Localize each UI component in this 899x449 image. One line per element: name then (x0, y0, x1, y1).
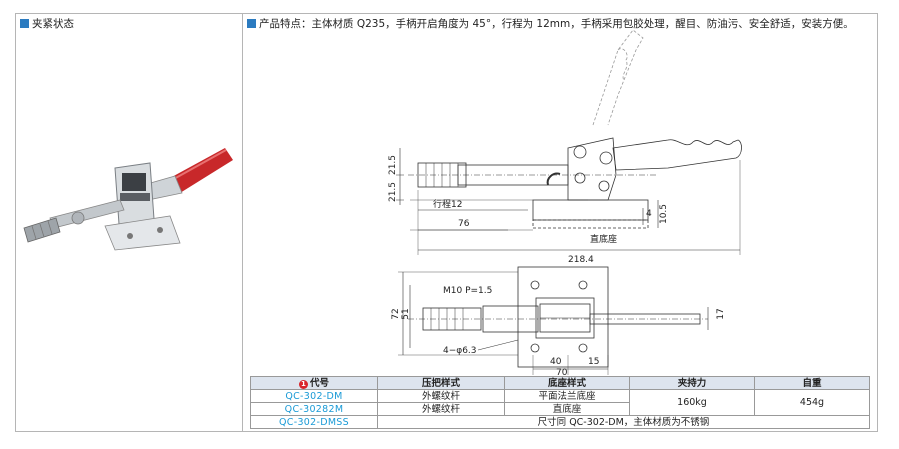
base-style: 直底座 (504, 402, 630, 416)
base-label: 直底座 (590, 233, 617, 245)
base-plate-top (517, 266, 609, 368)
product-code[interactable]: QC-302-DMSS (250, 415, 378, 429)
product-code[interactable]: QC-30282M (250, 402, 378, 416)
dim-21-5-bottom: 21.5 (388, 182, 398, 202)
dim-72: 72 (391, 308, 401, 319)
technical-drawing: 21.5 21.5 行程12 76 4 10.5 直底座 218.4 (388, 29, 742, 379)
dim-218-4: 218.4 (568, 255, 594, 265)
stainless-note: 尺寸同 QC-302-DM，主体材质为不锈钢 (377, 415, 870, 429)
product-description: 产品特点：主体材质 Q235，手柄开启角度为 45°，行程为 12mm，手柄采用… (259, 18, 854, 30)
base-plate (104, 215, 181, 251)
right-panel: 产品特点：主体材质 Q235，手柄开启角度为 45°，行程为 12mm，手柄采用… (243, 14, 877, 431)
dim-15: 15 (588, 357, 599, 367)
product-photo (23, 148, 233, 251)
red-handle-grip (170, 148, 233, 193)
table-row: QC-302-DMSS 尺寸同 QC-302-DM，主体材质为不锈钢 (250, 415, 870, 429)
base-side (532, 199, 649, 221)
right-panel-header: 产品特点：主体材质 Q235，手柄开启角度为 45°，行程为 12mm，手柄采用… (247, 18, 854, 31)
dim-76: 76 (458, 219, 470, 229)
side-view (396, 29, 742, 255)
header-weight: 自重 (754, 376, 870, 390)
table-row: QC-30282M 外螺纹杆 直底座 (250, 402, 870, 416)
content-frame: 夹紧状态 产品特点：主体材质 Q235，手柄开启角度为 45°，行 (15, 13, 878, 432)
dim-4: 4 (646, 209, 652, 219)
hole-label: 4−φ6.3 (443, 346, 477, 356)
dim-40: 40 (550, 357, 562, 367)
dim-10-5: 10.5 (659, 204, 669, 224)
clamp-body-top (535, 297, 595, 339)
left-panel-title: 夹紧状态 (32, 18, 74, 30)
dim-21-5-top: 21.5 (388, 155, 398, 175)
handle-style: 外螺纹杆 (377, 389, 505, 403)
left-panel: 夹紧状态 (16, 14, 243, 431)
thread-label: M10 P=1.5 (443, 286, 492, 296)
plunger-rod (49, 199, 125, 229)
side-view-labels: 21.5 21.5 行程12 76 4 10.5 直底座 218.4 (388, 155, 669, 265)
table-row: QC-302-DM 外螺纹杆 平面法兰底座 160kg 454g (250, 389, 870, 416)
header-base: 底座样式 (504, 376, 630, 390)
dim-51: 51 (401, 308, 411, 319)
header-handle: 压把样式 (377, 376, 505, 390)
open-handle-outline (592, 29, 644, 126)
stroke-label: 行程12 (433, 198, 462, 210)
left-panel-header: 夹紧状态 (20, 18, 74, 31)
weight: 454g (754, 389, 870, 416)
top-view (398, 266, 709, 379)
dim-17: 17 (716, 308, 726, 319)
header-force: 夹持力 (629, 376, 755, 390)
blue-square-icon (247, 19, 256, 28)
clamp-body-side (567, 137, 617, 201)
top-view-labels: M10 P=1.5 72 51 17 4−φ6.3 40 15 70 (391, 286, 726, 378)
dim-70: 70 (556, 368, 568, 378)
handle-closed (612, 139, 742, 171)
product-code[interactable]: QC-302-DM (250, 389, 378, 403)
handle-style: 外螺纹杆 (377, 402, 505, 416)
blue-square-icon (20, 19, 29, 28)
clamp-force: 160kg (629, 389, 755, 416)
number-badge: 1 (298, 379, 308, 389)
base-style: 平面法兰底座 (504, 389, 630, 403)
